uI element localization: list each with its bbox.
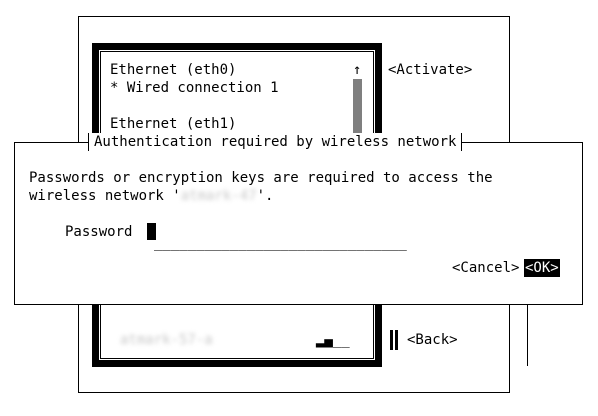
scroll-down-arrow-icon[interactable]: ↓ <box>373 332 382 348</box>
scrollbar-thumb[interactable] <box>353 79 362 135</box>
message-prefix: wireless network ' <box>29 188 181 204</box>
password-label: Password <box>65 224 133 240</box>
window-edge <box>527 305 528 366</box>
wifi-signal-icon: ▂▄__ <box>316 332 350 348</box>
password-input[interactable]: ______________________________ <box>154 235 407 251</box>
dialog-title: Authentication required by wireless netw… <box>88 133 463 151</box>
back-button[interactable]: <Back> <box>407 332 458 348</box>
ok-button[interactable]: <OK> <box>524 259 560 277</box>
list-item-wifi-network[interactable]: atmark-57-a <box>120 332 213 348</box>
scrollbar-track[interactable] <box>390 330 398 350</box>
list-item-ethernet-eth0[interactable]: Ethernet (eth0) <box>110 62 237 78</box>
list-item-wired-connection-1[interactable]: * Wired connection 1 <box>110 80 279 96</box>
cancel-button[interactable]: <Cancel> <box>452 260 520 276</box>
list-item-ethernet-eth1[interactable]: Ethernet (eth1) <box>110 116 237 132</box>
password-cursor <box>147 223 156 240</box>
message-suffix: '. <box>256 188 274 204</box>
auth-dialog <box>14 142 583 305</box>
dialog-message-line1: Passwords or encryption keys are require… <box>29 170 493 186</box>
dialog-message-line2: wireless network 'atmark-47'. <box>29 187 273 205</box>
scroll-up-arrow-icon[interactable]: ↑ <box>353 62 362 78</box>
network-name: atmark-47 <box>180 188 257 204</box>
activate-button[interactable]: <Activate> <box>388 62 473 78</box>
